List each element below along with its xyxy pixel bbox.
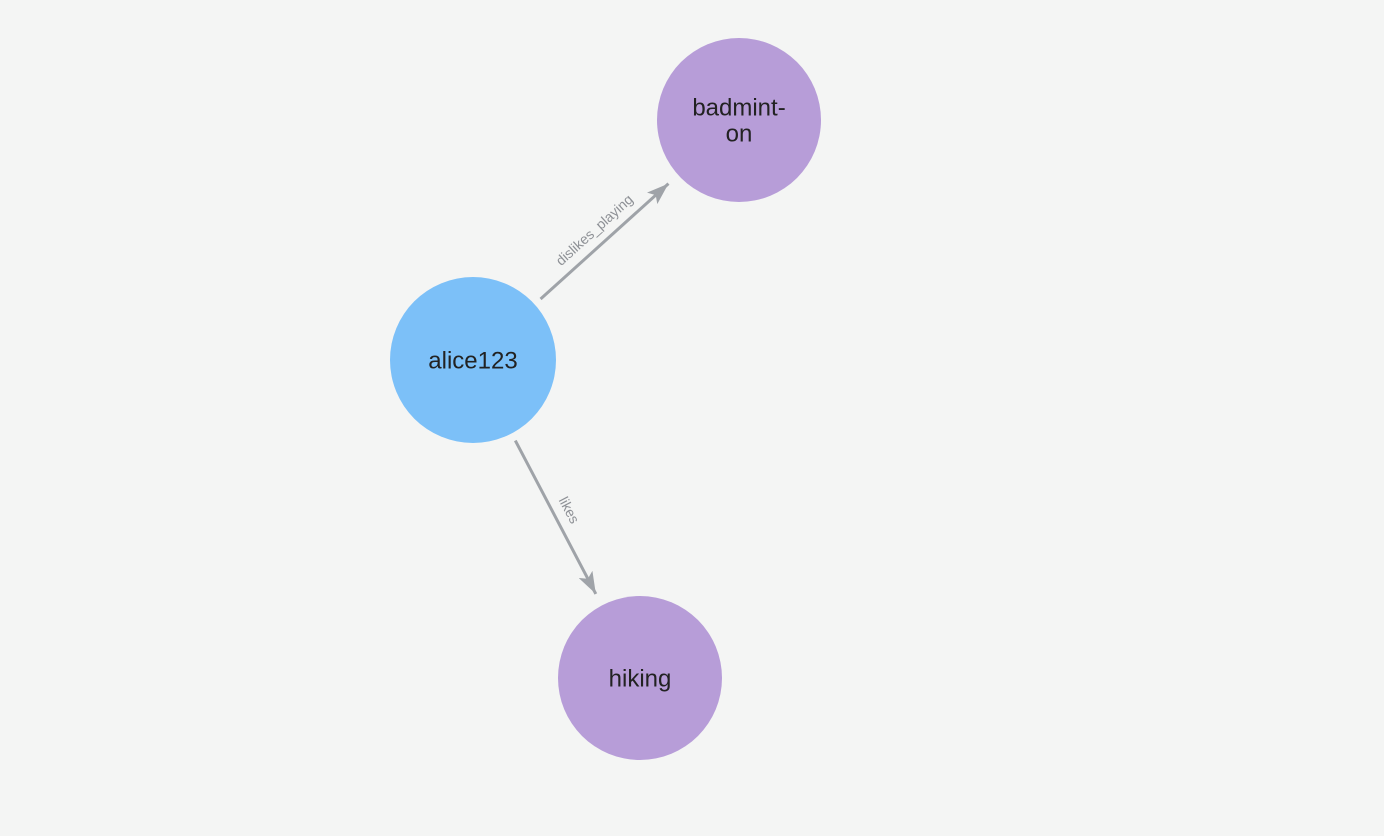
node-circle[interactable] bbox=[390, 277, 556, 443]
graph-node-badminton[interactable]: badmint-on bbox=[657, 38, 821, 202]
edge-label: dislikes_playing bbox=[552, 191, 636, 269]
edge-line bbox=[513, 439, 598, 595]
graph-node-hiking[interactable]: hiking bbox=[558, 596, 722, 760]
node-circle[interactable] bbox=[558, 596, 722, 760]
graph-edge: dislikes_playing bbox=[539, 182, 670, 301]
graph-edge: likes bbox=[513, 439, 598, 595]
graph-node-alice123[interactable]: alice123 bbox=[390, 277, 556, 443]
node-circle[interactable] bbox=[657, 38, 821, 202]
edge-label: likes bbox=[556, 494, 583, 526]
edge-line bbox=[539, 182, 670, 301]
